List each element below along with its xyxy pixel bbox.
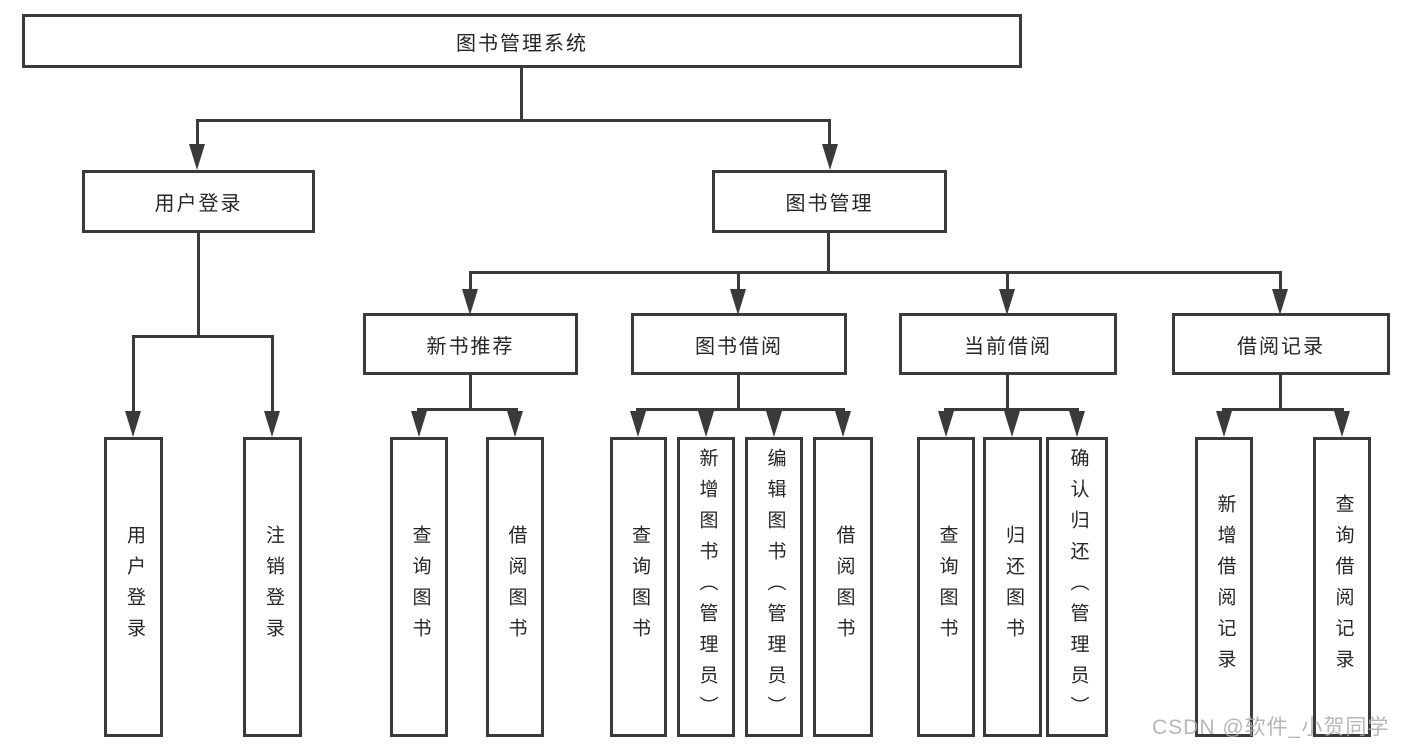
arrowhead-book-mgmt: [822, 144, 838, 170]
node-current-borrow: 当前借阅: [899, 313, 1117, 375]
connector-user-login-drop: [196, 119, 199, 147]
leaf-add-book-admin-label: 新增图书（管理员）: [696, 447, 718, 727]
node-borrow-records: 借阅记录: [1172, 313, 1390, 375]
arrowhead-current-leaf1: [938, 411, 954, 437]
leaf-user-login-label: 用户登录: [123, 525, 145, 649]
leaf-add-borrow-record-label: 新增借阅记录: [1214, 494, 1236, 680]
leaf-current-query-books-label: 查询图书: [936, 525, 958, 649]
connector-user-down: [197, 233, 200, 336]
leaf-current-query-books: 查询图书: [917, 437, 975, 737]
leaf-query-borrow-record-label: 查询借阅记录: [1332, 494, 1354, 680]
leaf-query-borrow-record: 查询借阅记录: [1313, 437, 1371, 737]
connector-records-down: [1279, 374, 1282, 410]
leaf-add-book-admin: 新增图书（管理员）: [677, 437, 735, 737]
leaf-user-login: 用户登录: [104, 437, 163, 737]
arrowhead-user-leaf1: [125, 411, 141, 437]
node-new-book-recommend: 新书推荐: [363, 313, 578, 375]
connector-mgmt-down: [827, 233, 830, 273]
connector-root-down: [520, 68, 523, 120]
connector-mgmt-branch: [469, 271, 1282, 274]
arrowhead-borrow-leaf1: [630, 411, 646, 437]
node-user-login: 用户登录: [82, 170, 315, 233]
connector-l3-borrow-drop: [737, 271, 740, 292]
node-root: 图书管理系统: [22, 14, 1022, 68]
connector-current-down: [1006, 374, 1009, 410]
arrowhead-borrow-leaf3: [766, 411, 782, 437]
connector-l3-recommend-drop: [469, 271, 472, 292]
arrowhead-records-leaf1: [1216, 411, 1232, 437]
connector-current-branch: [944, 408, 1079, 411]
node-new-book-recommend-label: 新书推荐: [426, 335, 515, 358]
leaf-recommend-query-books: 查询图书: [390, 437, 448, 737]
arrowhead-current: [999, 289, 1015, 315]
leaf-borrow-books: 借阅图书: [813, 437, 873, 737]
arrowhead-current-leaf3: [1069, 411, 1085, 437]
leaf-borrow-query-books: 查询图书: [610, 437, 667, 737]
arrowhead-recommend: [462, 289, 478, 315]
arrowhead-recommend-leaf1: [411, 411, 427, 437]
connector-borrow-branch: [636, 408, 845, 411]
leaf-edit-book-admin: 编辑图书（管理员）: [745, 437, 803, 737]
leaf-return-books: 归还图书: [983, 437, 1042, 737]
connector-book-mgmt-drop: [828, 119, 831, 147]
node-book-borrow-label: 图书借阅: [695, 335, 783, 358]
leaf-confirm-return-admin-label: 确认归还（管理员）: [1067, 447, 1089, 727]
node-book-borrow: 图书借阅: [631, 313, 847, 375]
leaf-borrow-books-label: 借阅图书: [833, 525, 855, 649]
connector-user-leaf2-drop: [271, 335, 274, 413]
connector-user-leaf1-drop: [132, 335, 135, 413]
leaf-recommend-query-books-label: 查询图书: [409, 525, 431, 649]
node-root-label: 图书管理系统: [456, 32, 588, 55]
leaf-logout-label: 注销登录: [262, 525, 284, 649]
leaf-borrow-query-books-label: 查询图书: [628, 525, 650, 649]
node-user-login-label: 用户登录: [154, 193, 243, 215]
arrowhead-user-leaf2: [264, 411, 280, 437]
arrowhead-recommend-leaf2: [507, 411, 523, 437]
leaf-add-borrow-record: 新增借阅记录: [1195, 437, 1253, 737]
arrowhead-records: [1272, 289, 1288, 315]
arrowhead-user-login: [189, 144, 205, 170]
node-borrow-records-label: 借阅记录: [1237, 335, 1325, 358]
leaf-logout: 注销登录: [243, 437, 302, 737]
connector-recommend-down: [469, 374, 472, 410]
leaf-recommend-borrow-books-label: 借阅图书: [505, 525, 527, 649]
node-book-management-label: 图书管理: [785, 193, 874, 215]
leaf-recommend-borrow-books: 借阅图书: [486, 437, 544, 737]
connector-root-branch: [196, 119, 831, 122]
node-current-borrow-label: 当前借阅: [964, 335, 1052, 358]
connector-records-branch: [1222, 408, 1344, 411]
arrowhead-records-leaf2: [1334, 411, 1350, 437]
connector-recommend-branch: [417, 408, 518, 411]
connector-borrow-down: [737, 374, 740, 410]
connector-l3-current-drop: [1006, 271, 1009, 292]
leaf-confirm-return-admin: 确认归还（管理员）: [1046, 437, 1108, 737]
leaf-return-books-label: 归还图书: [1002, 525, 1024, 649]
arrowhead-borrow: [730, 289, 746, 315]
arrowhead-borrow-leaf4: [835, 411, 851, 437]
arrowhead-current-leaf2: [1004, 411, 1020, 437]
watermark: CSDN @软件_小贺同学: [1152, 716, 1390, 739]
node-book-management: 图书管理: [712, 170, 947, 233]
connector-user-branch: [132, 335, 274, 338]
connector-l3-records-drop: [1279, 271, 1282, 292]
arrowhead-borrow-leaf2: [698, 411, 714, 437]
leaf-edit-book-admin-label: 编辑图书（管理员）: [764, 447, 786, 727]
